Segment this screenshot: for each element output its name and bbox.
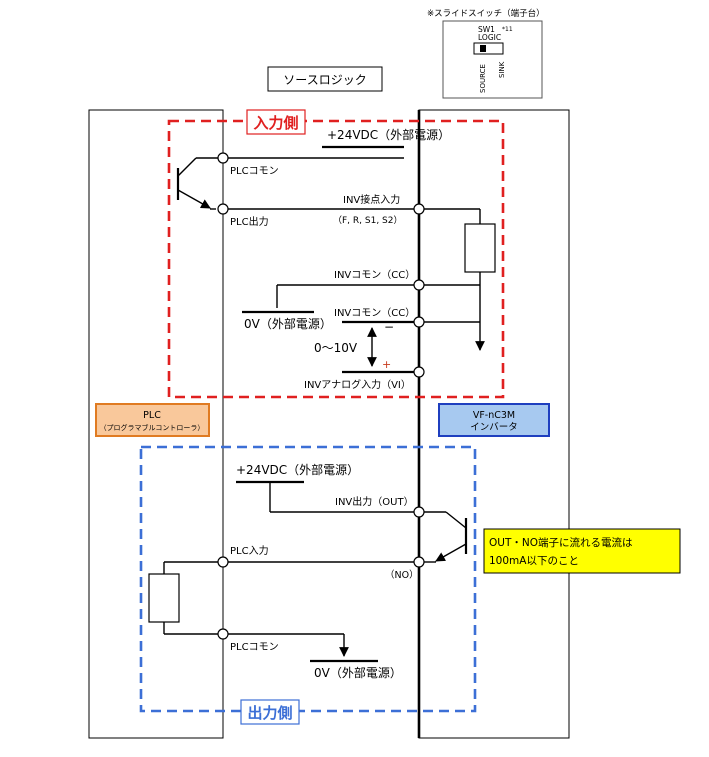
slide-switch-panel: ※スライドスイッチ（端子台） SW1 *11 LOGIC SOURCE SINK — [427, 8, 545, 99]
inverter-box-title: VF-nC3M — [473, 410, 515, 421]
input-side-label-box — [246, 109, 306, 135]
inv-common-1-label: INVコモン（CC） — [334, 269, 415, 281]
zero-v-input-label: 0V（外部電源） — [244, 316, 332, 331]
plc-input-terminal — [217, 556, 229, 568]
analog-minus-sign: − — [384, 320, 394, 334]
plc-common-terminal — [217, 152, 229, 164]
inv-common-2-terminal — [413, 316, 425, 328]
plc-output-label: PLC出力 — [230, 215, 269, 228]
plc-box-title: PLC — [143, 410, 161, 421]
input-24vdc-label: +24VDC（外部電源） — [327, 127, 450, 142]
current-note-box — [483, 528, 681, 574]
out-transistor-emitter — [435, 543, 467, 562]
transistor-collector — [177, 157, 197, 177]
logic-title-box — [267, 66, 383, 92]
inv-input-resistor — [464, 223, 496, 273]
plc-common-out-label: PLCコモン — [230, 642, 279, 653]
inverter-box-subtitle: インバータ — [470, 422, 518, 433]
plc-box-subtitle: （プログラマブルコントローラ） — [100, 423, 205, 432]
input-side-region — [167, 119, 505, 399]
no-terminal — [413, 556, 425, 568]
slide-switch-knob — [480, 45, 486, 52]
logic-title: ソースロジック — [283, 73, 366, 87]
inv-contact-terminals-label: （F, R, S1, S2） — [333, 215, 402, 226]
output-side-label-box — [240, 699, 300, 725]
inv-output-terminal — [413, 506, 425, 518]
no-terminal-label: （NO） — [385, 569, 419, 581]
voltage-range-label: 0〜10V — [314, 341, 358, 355]
output-side-region — [139, 445, 477, 713]
inv-output-label: INV出力（OUT） — [335, 495, 414, 508]
slide-switch-note: ※スライドスイッチ（端子台） — [427, 8, 545, 19]
logic-label: LOGIC — [478, 33, 501, 42]
out-transistor-collector — [445, 511, 467, 529]
analog-plus-sign: + — [382, 358, 391, 371]
plc-input-resistor — [148, 573, 180, 623]
inv-analog-terminal — [413, 366, 425, 378]
current-note-line1: OUT・NO端子に流れる電流は — [489, 536, 632, 549]
plc-box — [96, 404, 209, 436]
sw1-label: SW1 — [478, 25, 495, 34]
current-note-line2: 100mA以下のこと — [489, 555, 579, 567]
source-label: SOURCE — [479, 64, 487, 93]
sink-label: SINK — [498, 61, 506, 78]
inv-contact-input-label: INV接点入力 — [343, 193, 400, 206]
plc-box-border — [95, 403, 210, 437]
zero-v-output-label: 0V（外部電源） — [314, 665, 402, 680]
slide-switch-frame — [442, 20, 543, 99]
input-side-label: 入力側 — [253, 114, 298, 132]
inverter-box-border — [438, 403, 550, 437]
inverter-box — [439, 404, 549, 436]
sw1-note-marker: *11 — [502, 26, 513, 33]
inv-analog-input-label: INVアナログ入力（VI） — [304, 378, 411, 391]
plc-common-out-terminal — [217, 628, 229, 640]
transistor-emitter — [177, 189, 211, 209]
plc-input-label: PLC入力 — [230, 544, 269, 557]
inv-contact-terminal — [413, 203, 425, 215]
output-24vdc-label: +24VDC（外部電源） — [236, 462, 359, 477]
plc-common-label: PLCコモン — [230, 166, 279, 177]
plc-output-terminal — [217, 203, 229, 215]
output-side-label: 出力側 — [247, 704, 292, 722]
slide-switch-body — [473, 42, 504, 55]
inv-common-1-terminal — [413, 279, 425, 291]
inv-common-2-label: INVコモン（CC） — [334, 307, 415, 319]
